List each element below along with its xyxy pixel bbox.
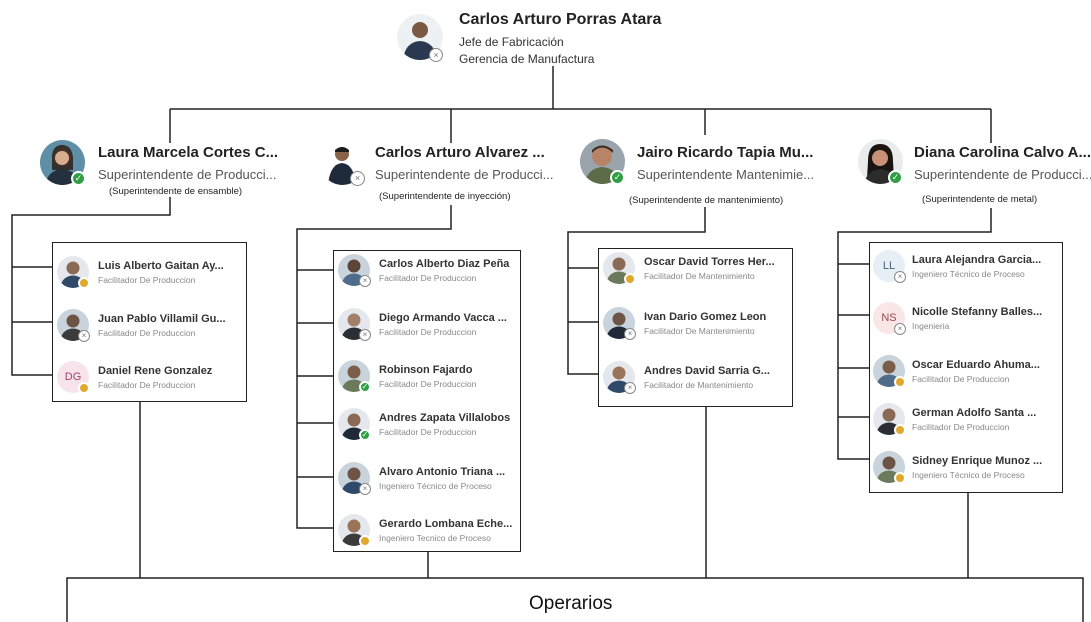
supervisor-title: Superintendente Mantenimie... [637,167,815,182]
away-status-icon [894,424,906,436]
head-title: Jefe de Fabricación [459,35,564,49]
member-title: Facilitador De Produccion [912,374,1010,384]
away-status-icon [78,277,90,289]
member-title: Facilitador De Produccion [98,275,196,285]
member-avatar [57,256,90,289]
supervisor-avatar: ✓ [40,140,86,186]
offline-status-icon: × [624,382,636,394]
offline-status-icon: × [894,271,906,283]
member-title: Ingenieria [912,321,950,331]
member-avatar [873,355,906,388]
operarios-label: Operarios [529,593,613,614]
member-name: Nicolle Stefanny Balles... [912,306,1043,318]
supervisor-avatar: × [320,140,365,186]
away-status-icon [78,382,90,394]
member-title: Facilitador De Produccion [98,380,196,390]
member-name: Gerardo Lombana Eche... [379,518,513,530]
offline-status-icon: × [429,48,443,62]
member-avatar: ✓ [338,360,371,393]
head-name: Carlos Arturo Porras Atara [459,11,662,28]
supervisor-note: (Superintendente de mantenimiento) [629,195,784,206]
member-title: Ingeniero Técnico de Proceso [912,269,1025,279]
member-name: Alvaro Antonio Triana ... [379,466,506,478]
member-name: Carlos Alberto Diaz Peña [379,258,510,270]
member-title: Facilitador de Mantenimiento [644,380,754,390]
supervisor-title: Superintendente de Producci... [914,167,1091,182]
supervisor-note: (Superintendente de ensamble) [109,186,243,197]
member-avatar [338,514,371,547]
member-name: Laura Alejandra Garcia... [912,254,1042,266]
offline-status-icon: × [359,483,371,495]
member-title: Facilitador De Produccion [379,273,477,283]
member-avatar: DG [57,361,90,394]
member-name: Sidney Enrique Munoz ... [912,455,1043,467]
member-avatar: × [338,254,371,287]
supervisor-note: (Superintendente de inyección) [379,191,511,202]
member-avatar [873,451,906,484]
person-photo-icon [320,140,365,185]
member-name: Diego Armando Vacca ... [379,312,507,324]
member-avatar: × [603,307,636,340]
offline-status-icon: × [359,275,371,287]
member-title: Facilitador De Produccion [379,427,477,437]
member-name: Luis Alberto Gaitan Ay... [98,260,224,272]
supervisor-name: Carlos Arturo Alvarez ... [375,144,545,161]
offline-status-icon: × [350,171,365,186]
away-status-icon [894,376,906,388]
person-photo-icon [873,451,905,483]
member-avatar [603,252,636,285]
supervisor-avatar: ✓ [580,139,625,185]
away-status-icon [359,535,371,547]
member-avatar: ✓ [338,408,371,441]
offline-status-icon: × [359,329,371,341]
member-name: Robinson Fajardo [379,364,473,376]
member-name: Oscar David Torres Her... [644,256,775,268]
head-avatar: × [397,14,443,62]
available-status-icon: ✓ [359,381,371,393]
member-name: Daniel Rene Gonzalez [98,365,213,377]
member-name: German Adolfo Santa ... [912,407,1037,419]
member-avatar [873,403,906,436]
member-title: Facilitador De Produccion [912,422,1010,432]
member-name: Juan Pablo Villamil Gu... [98,313,226,325]
member-avatar: × [57,309,90,342]
available-status-icon: ✓ [610,170,625,185]
member-title: Facilitador De Mantenimiento [644,326,755,336]
member-avatar: × [603,361,636,394]
person-photo-icon [338,308,370,340]
member-avatar: LL× [873,250,906,283]
supervisor-name: Laura Marcela Cortes C... [98,144,279,161]
member-name: Andres David Sarria G... [644,365,770,377]
offline-status-icon: × [624,328,636,340]
member-title: Ingeniero Técnico de Proceso [912,470,1025,480]
offline-status-icon: × [78,330,90,342]
supervisor-title: Superintendente de Producci... [375,167,554,182]
supervisor-title: Superintendente de Producci... [98,167,277,182]
member-name: Ivan Dario Gomez Leon [644,311,767,323]
head-department: Gerencia de Manufactura [459,52,595,66]
supervisor-avatar: ✓ [858,139,903,185]
member-title: Ingeniero Técnico de Proceso [379,481,492,491]
away-status-icon [894,472,906,484]
member-title: Facilitador De Mantenimiento [644,271,755,281]
away-status-icon [624,273,636,285]
member-avatar: × [338,462,371,495]
member-title: Ingeniero Tecnico de Proceso [379,533,491,543]
supervisor-name: Jairo Ricardo Tapia Mu... [637,144,814,161]
member-name: Andres Zapata Villalobos [379,412,511,424]
offline-status-icon: × [894,323,906,335]
available-status-icon: ✓ [71,171,86,186]
member-avatar: NS× [873,302,906,335]
supervisor-name: Diana Carolina Calvo A... [914,144,1091,161]
member-avatar: × [338,308,371,341]
member-title: Facilitador De Produccion [379,379,477,389]
member-name: Oscar Eduardo Ahuma... [912,359,1040,371]
available-status-icon: ✓ [359,429,371,441]
member-title: Facilitador De Produccion [98,328,196,338]
team-box [333,250,521,552]
member-title: Facilitador De Produccion [379,327,477,337]
supervisor-note: (Superintendente de metal) [922,194,1038,205]
available-status-icon: ✓ [888,170,903,185]
